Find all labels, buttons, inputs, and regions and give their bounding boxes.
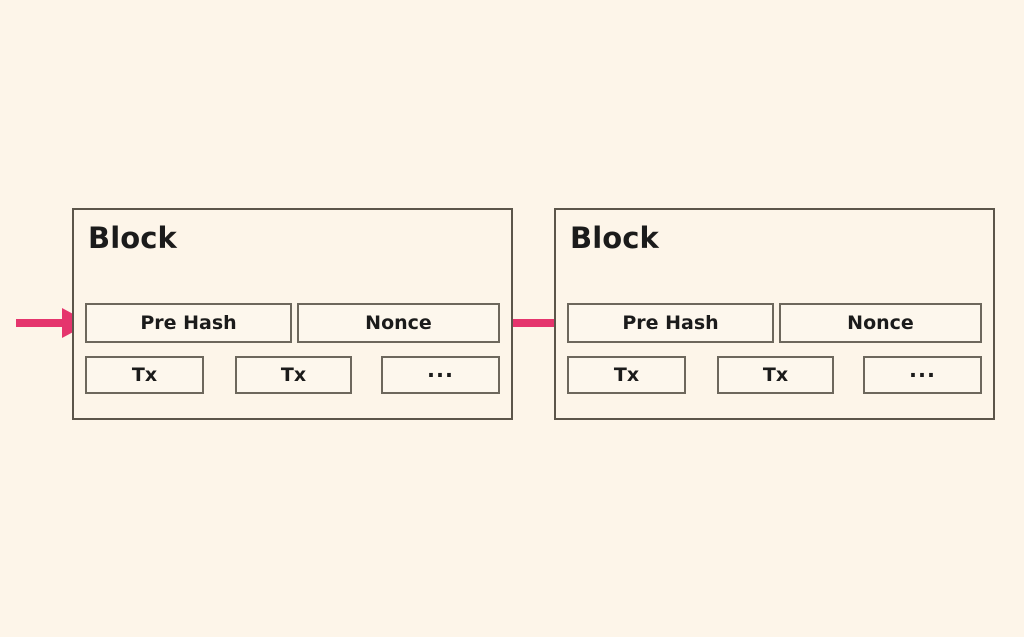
transaction-label: Tx bbox=[762, 364, 789, 386]
incoming-arrow bbox=[16, 305, 90, 341]
transaction-overflow-box[interactable]: ... bbox=[381, 356, 500, 394]
nonce-field[interactable]: Nonce bbox=[779, 303, 982, 343]
transaction-row: Tx Tx ... bbox=[567, 356, 982, 394]
block-1: Block Pre Hash Nonce Tx Tx ... bbox=[72, 208, 513, 420]
transaction-label: Tx bbox=[613, 364, 640, 386]
block-title: Block bbox=[570, 221, 659, 255]
transaction-overflow-box[interactable]: ... bbox=[863, 356, 982, 394]
transaction-box[interactable]: Tx bbox=[235, 356, 352, 394]
transaction-label: Tx bbox=[280, 364, 307, 386]
nonce-label: Nonce bbox=[365, 312, 432, 334]
pre-hash-label: Pre Hash bbox=[622, 312, 719, 334]
transaction-row: Tx Tx ... bbox=[85, 356, 500, 394]
block-header-row: Pre Hash Nonce bbox=[567, 303, 982, 343]
transaction-overflow-label: ... bbox=[909, 358, 936, 382]
nonce-label: Nonce bbox=[847, 312, 914, 334]
block-title: Block bbox=[88, 221, 177, 255]
pre-hash-field[interactable]: Pre Hash bbox=[567, 303, 774, 343]
block-2: Block Pre Hash Nonce Tx Tx ... bbox=[554, 208, 995, 420]
transaction-box[interactable]: Tx bbox=[717, 356, 834, 394]
transaction-overflow-label: ... bbox=[427, 358, 454, 382]
pre-hash-label: Pre Hash bbox=[140, 312, 237, 334]
transaction-box[interactable]: Tx bbox=[567, 356, 686, 394]
nonce-field[interactable]: Nonce bbox=[297, 303, 500, 343]
pre-hash-field[interactable]: Pre Hash bbox=[85, 303, 292, 343]
block-header-row: Pre Hash Nonce bbox=[85, 303, 500, 343]
transaction-label: Tx bbox=[131, 364, 158, 386]
transaction-box[interactable]: Tx bbox=[85, 356, 204, 394]
